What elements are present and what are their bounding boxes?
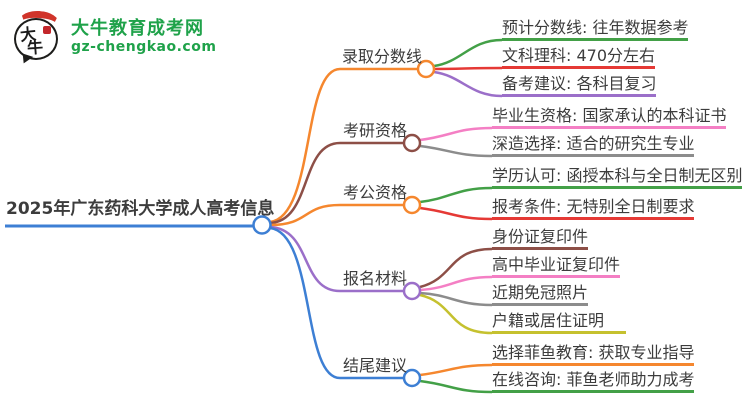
- connector-leaf-3-1: [419, 186, 493, 204]
- connector-leaf-4-4: [419, 293, 493, 335]
- leaf-photo-label[interactable]: 近期免冠照片: [492, 283, 589, 306]
- logo-domain: gz-chengkao.com: [71, 39, 217, 56]
- connector-leaf-5-1: [419, 363, 493, 377]
- connector-branch-postgrad: [269, 141, 404, 225]
- connector-leaf-1-1: [433, 38, 503, 68]
- connector-leaf-2-2: [419, 144, 493, 158]
- leaf-residence-proof-label[interactable]: 户籍或居住证明: [492, 311, 627, 334]
- connector-leaf-5-2: [419, 379, 493, 394]
- connector-leaf-2-1: [419, 126, 493, 142]
- connector-leaf-4-2: [419, 275, 493, 292]
- connector-leaf-1-3: [433, 70, 503, 98]
- connector-branch-score-line: [269, 67, 418, 224]
- connector-branch-advice: [269, 226, 404, 380]
- site-logo[interactable]: 大 牛 大牛教育成考网 gz-chengkao.com: [12, 9, 217, 66]
- leaf-choose-education-label[interactable]: 选择菲鱼教育: 获取专业指导: [492, 343, 695, 366]
- leaf-graduate-qualification-label[interactable]: 毕业生资格: 国家承认的本科证书: [492, 106, 727, 129]
- leaf-diploma-copy-label[interactable]: 高中毕业证复印件: [492, 255, 621, 278]
- daniu-bubble-logo-icon: 大 牛: [12, 9, 62, 66]
- connector-leaf-3-2: [419, 206, 493, 221]
- connector-leaf-4-3: [419, 291, 493, 307]
- leaf-online-consult-label[interactable]: 在线咨询: 菲鱼老师助力成考: [492, 370, 695, 393]
- branch-civil-service-label[interactable]: 考公资格: [343, 183, 408, 202]
- branch-advice-label[interactable]: 结尾建议: [343, 356, 408, 375]
- leaf-expected-score-label[interactable]: 预计分数线: 往年数据参考: [502, 18, 689, 41]
- logo-title: 大牛教育成考网: [71, 17, 204, 39]
- leaf-further-study-label[interactable]: 深造选择: 适合的研究生专业: [492, 134, 695, 157]
- connector-leaf-1-2: [433, 66, 503, 71]
- leaf-degree-recognition-label[interactable]: 学历认可: 函授本科与全日制无区别: [492, 166, 743, 189]
- branch-handle-materials[interactable]: [402, 281, 422, 301]
- connector-leaf-4-1: [419, 247, 493, 289]
- connector-branch-civil-service: [269, 203, 404, 227]
- logo-red-seal-icon: [43, 26, 51, 34]
- branch-postgrad-label[interactable]: 考研资格: [343, 121, 408, 140]
- leaf-application-requirement-label[interactable]: 报考条件: 无特别全日制要求: [492, 197, 695, 220]
- branch-handle-advice[interactable]: [402, 368, 422, 388]
- branch-handle-civil-service[interactable]: [402, 195, 422, 215]
- branch-materials-label[interactable]: 报名材料: [343, 269, 408, 288]
- leaf-prep-advice-label[interactable]: 备考建议: 各科目复习: [502, 74, 657, 97]
- root-node-label[interactable]: 2025年广东药科大学成人高考信息: [6, 199, 275, 219]
- branch-handle-score-line[interactable]: [416, 59, 436, 79]
- logo-speech-bubble-icon: [14, 18, 58, 60]
- leaf-arts-science-score-label[interactable]: 文科理科: 470分左右: [502, 46, 656, 69]
- branch-score-line-label[interactable]: 录取分数线: [342, 47, 423, 66]
- root-node-handle[interactable]: [252, 215, 272, 235]
- leaf-id-copy-label[interactable]: 身份证复印件: [492, 227, 589, 250]
- branch-handle-postgrad[interactable]: [402, 133, 422, 153]
- connector-branch-materials: [269, 225, 404, 293]
